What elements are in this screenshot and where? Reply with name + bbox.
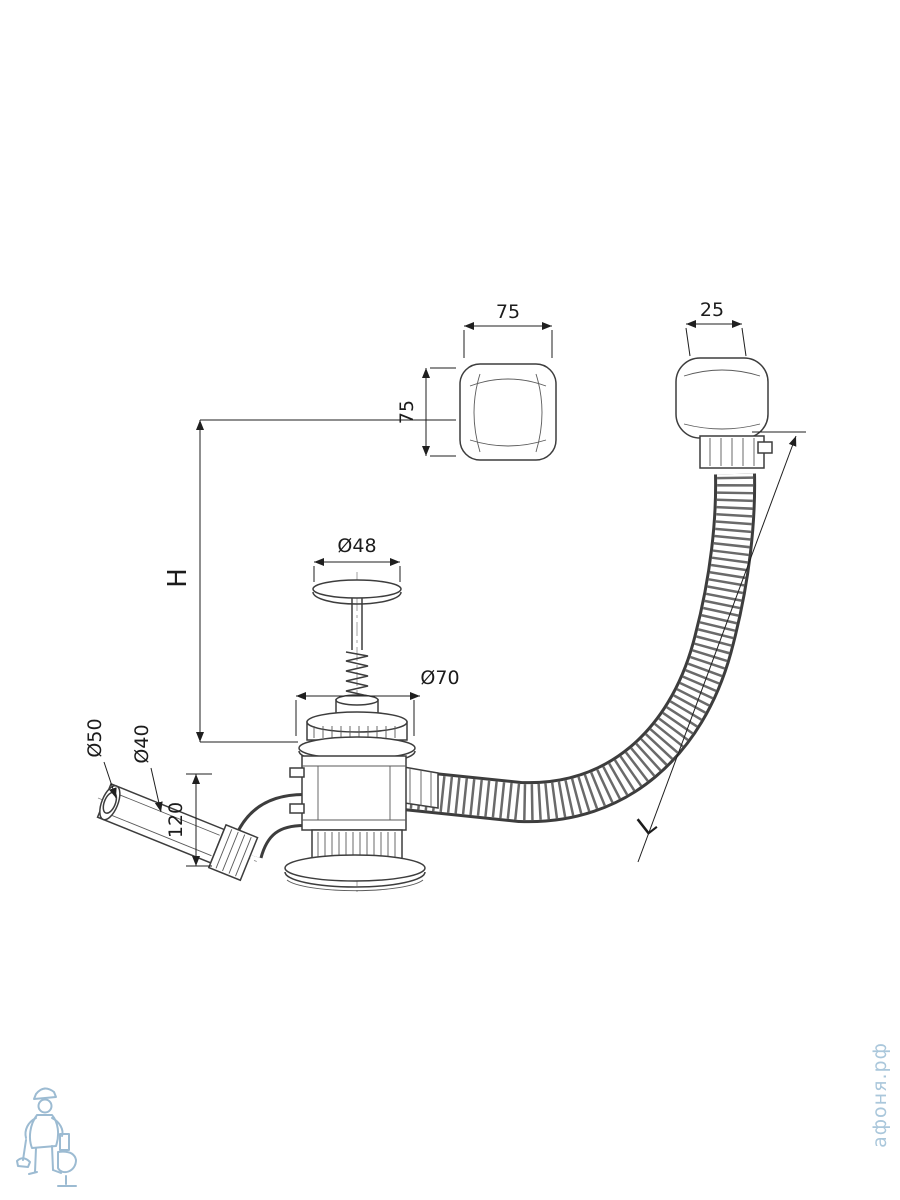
dim-label-cap-width: 75: [496, 301, 520, 323]
dimension-pipe-outer: Ø50: [84, 718, 117, 799]
dimension-overflow-width: 25: [685, 299, 747, 357]
base-flange: [284, 854, 426, 892]
dim-label-outlet-drop: 120: [165, 802, 187, 838]
dimension-cap-height: 75: [396, 367, 456, 457]
dim-label-pipe-outer: Ø50: [84, 718, 106, 757]
dimension-pipe-inner: Ø40: [131, 724, 163, 813]
spring: [345, 651, 369, 697]
dimension-cap-width: 75: [463, 301, 553, 358]
site-watermark-text: афоня.рф: [869, 1042, 891, 1148]
dim-label-pipe-inner: Ø40: [131, 724, 153, 763]
dim-label-overflow-width: 25: [700, 299, 724, 321]
drain-body: [289, 755, 407, 831]
dimension-outlet-drop: 120: [165, 773, 212, 867]
flexible-hose: [401, 473, 757, 824]
dimension-height-H: H: [163, 419, 456, 743]
side-outlet-elbow: [229, 793, 305, 860]
overflow-cap-front-view: [459, 363, 557, 461]
drain-plug: [312, 579, 402, 650]
overflow-side-view: [675, 357, 773, 469]
dim-label-plug-diameter: Ø48: [337, 535, 376, 557]
dim-label-H: H: [163, 568, 193, 588]
dimension-flange-diameter: Ø70: [295, 667, 460, 736]
dim-label-hose-length: L: [632, 809, 662, 842]
dim-label-cap-height: 75: [396, 400, 418, 424]
plumber-logo-watermark: [16, 1087, 77, 1187]
hose-adapter-cone: [397, 765, 439, 809]
dim-label-flange-diameter: Ø70: [420, 667, 459, 689]
waste-strainer: [298, 694, 416, 765]
dimension-plug-diameter: Ø48: [313, 535, 401, 582]
